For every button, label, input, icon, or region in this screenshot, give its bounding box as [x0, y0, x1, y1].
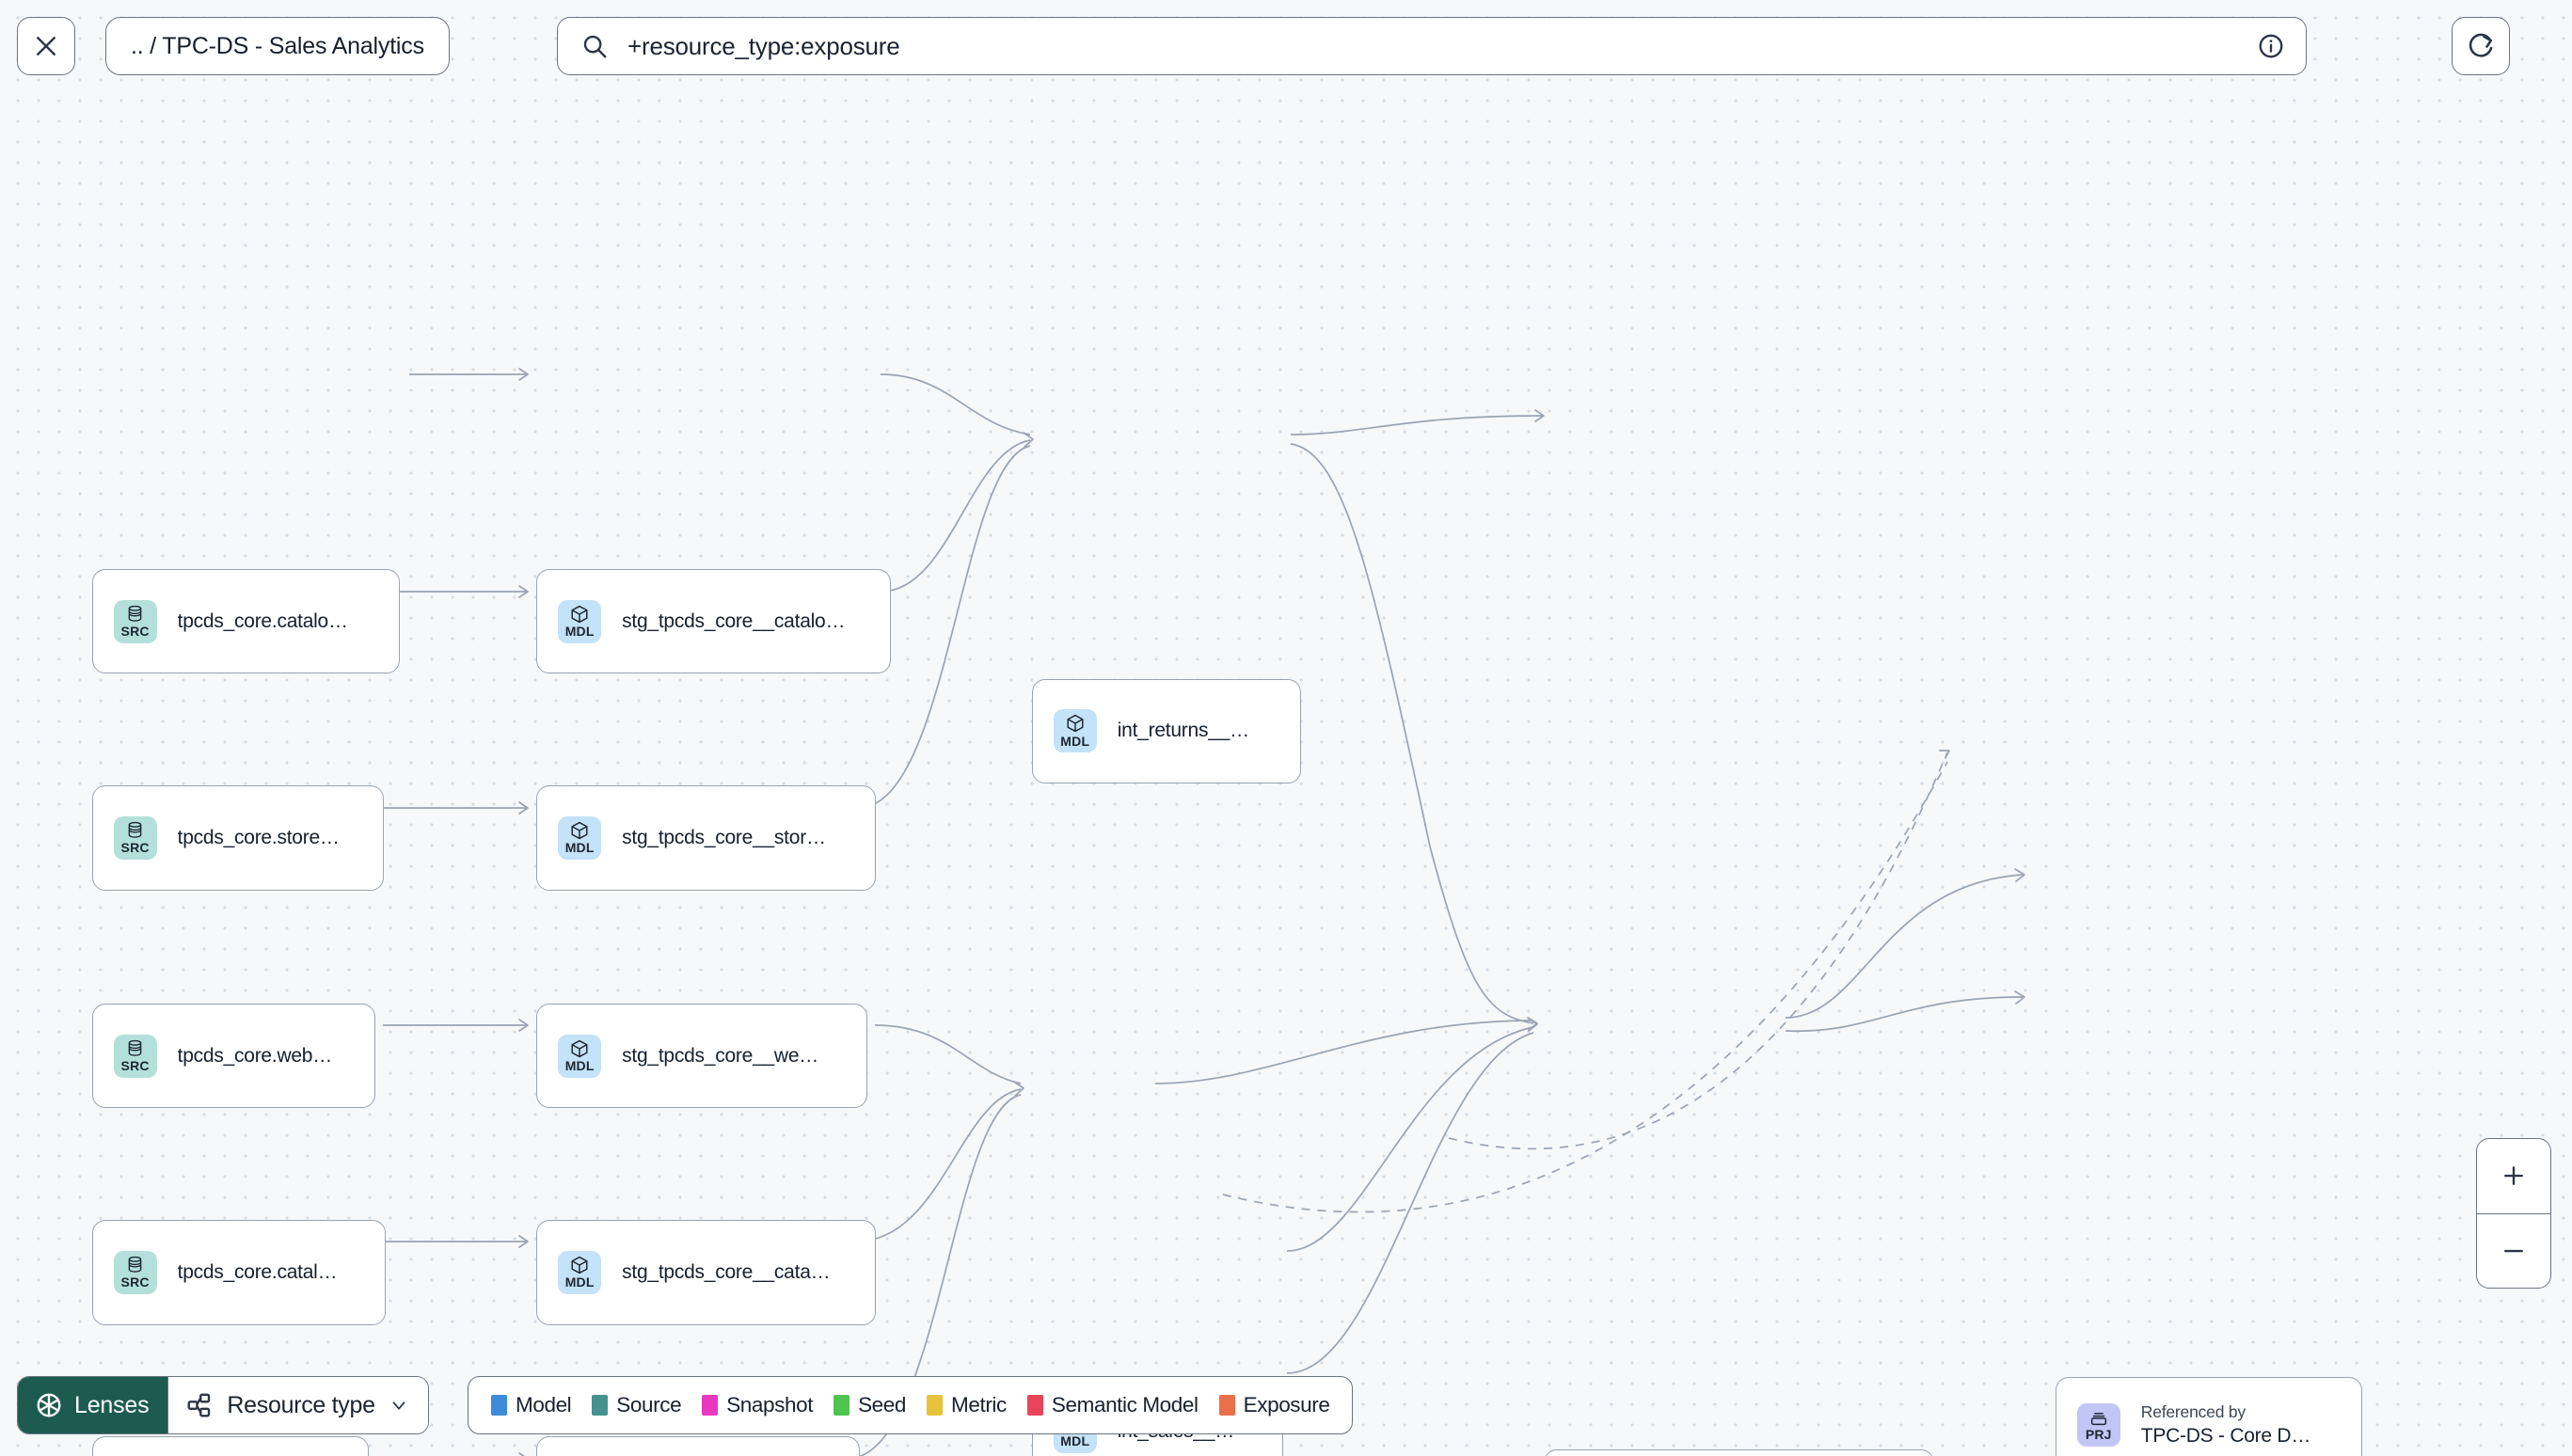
- node-title: tpcds_core.catalog_returns: [177, 609, 358, 632]
- database-icon: SRC: [113, 815, 157, 860]
- legend-label: Exposure: [1243, 1393, 1330, 1416]
- edges-to-transactions: [1154, 1017, 1538, 1374]
- search-icon: [580, 32, 609, 60]
- node-kind-label: PRJ: [2085, 1427, 2112, 1443]
- graph-node-stg_web_returns[interactable]: MDL stg_tpcds_core__web_returns: [536, 1003, 868, 1109]
- project-icon: PRJ: [2076, 1402, 2120, 1447]
- node-text: stg_tpcds_core__web_returns: [622, 1045, 825, 1068]
- aperture-icon: [35, 1391, 63, 1419]
- close-button[interactable]: [17, 17, 75, 75]
- legend-swatch: [592, 1395, 609, 1416]
- node-text: tpcds_core.catalog_sales: [178, 1261, 343, 1284]
- node-title: stg_tpcds_core__catalog_sales: [622, 1260, 834, 1283]
- node-kind-label: MDL: [564, 1274, 595, 1290]
- refresh-icon: [2466, 31, 2496, 61]
- breadcrumb[interactable]: .. / TPC-DS - Sales Analytics: [105, 17, 450, 75]
- legend-item-exposure[interactable]: Exposure: [1218, 1393, 1330, 1417]
- legend-swatch: [702, 1395, 719, 1416]
- legend-item-metric[interactable]: Metric: [927, 1393, 1007, 1417]
- graph-node-src_catalog_sales[interactable]: SRC tpcds_core.catalog_sales: [91, 1219, 386, 1325]
- node-text: stg_tpcds_core__catalog_returns: [622, 610, 849, 633]
- node-text: stg_tpcds_core__catalog_sales: [622, 1261, 834, 1284]
- refresh-button[interactable]: [2452, 17, 2510, 75]
- node-title: stg_tpcds_core__store_returns: [622, 826, 834, 848]
- database-icon: SRC: [113, 1250, 157, 1294]
- legend-label: Source: [616, 1393, 682, 1416]
- lenses-label: Lenses: [74, 1391, 150, 1418]
- breadcrumb-label: .. / TPC-DS - Sales Analytics: [131, 32, 424, 59]
- node-text: tpcds_core.web_returns: [178, 1045, 334, 1068]
- graph-node-src_store_returns[interactable]: SRC tpcds_core.store_returns: [91, 785, 384, 891]
- resource-type-dropdown[interactable]: Resource type: [167, 1377, 428, 1433]
- node-text: stg_tpcds_core__store_returns: [622, 827, 834, 849]
- node-kind-label: MDL: [564, 624, 595, 640]
- search-input[interactable]: +resource_type:exposure: [557, 17, 2307, 75]
- cube-icon: MDL: [1053, 709, 1097, 753]
- legend-swatch: [491, 1395, 507, 1416]
- legend-label: Metric: [951, 1393, 1007, 1416]
- node-title: tpcds_core.store_returns: [177, 826, 341, 848]
- graph-node-int_returns_unioned[interactable]: MDL int_returns__unioned: [1031, 678, 1301, 784]
- graph-node-stg_store_returns[interactable]: MDL stg_tpcds_core__store_returns: [536, 785, 877, 891]
- node-text: int_returns__unioned: [1118, 720, 1259, 742]
- graph-node-stg_catalog_sales[interactable]: MDL stg_tpcds_core__catalog_sales: [536, 1219, 877, 1325]
- node-kind-label: MDL: [1060, 1433, 1090, 1449]
- chevron-down-icon: [389, 1395, 409, 1416]
- legend-label: Semantic Model: [1051, 1393, 1199, 1416]
- node-kind-label: SRC: [120, 840, 150, 856]
- legend-item-semantic-model[interactable]: Semantic Model: [1026, 1393, 1199, 1417]
- legend-item-source[interactable]: Source: [592, 1393, 682, 1417]
- node-title: stg_tpcds_core__web_returns: [622, 1044, 825, 1067]
- legend-swatch: [1218, 1395, 1235, 1416]
- edges-transactions-to-exposures: [1222, 750, 2025, 1213]
- node-text: tpcds_core.catalog_returns: [178, 610, 358, 633]
- graph-node-stg_catalog_returns[interactable]: MDL stg_tpcds_core__catalog_returns: [536, 568, 891, 674]
- node-text: tpcds_core.store_returns: [178, 827, 341, 849]
- lenses-button[interactable]: Lenses: [18, 1377, 168, 1433]
- node-kind-label: SRC: [120, 624, 150, 640]
- database-icon: SRC: [113, 599, 157, 643]
- close-icon: [32, 32, 60, 60]
- zoom-controls[interactable]: [2476, 1138, 2551, 1289]
- legend-swatch: [1026, 1395, 1043, 1416]
- legend-label: Seed: [858, 1393, 907, 1416]
- resource-type-legend: Model Source Snapshot Seed Metric Semantic Mo…: [468, 1376, 1354, 1434]
- node-kind-label: SRC: [120, 1058, 150, 1074]
- zoom-in-button[interactable]: [2477, 1139, 2550, 1214]
- legend-label: Snapshot: [726, 1393, 814, 1416]
- zoom-out-button[interactable]: [2477, 1214, 2550, 1289]
- search-value: +resource_type:exposure: [627, 31, 900, 60]
- cube-icon: MDL: [558, 1250, 602, 1294]
- legend-item-snapshot[interactable]: Snapshot: [702, 1393, 813, 1417]
- node-kind-label: MDL: [1060, 733, 1090, 749]
- database-icon: SRC: [113, 1034, 157, 1078]
- node-kind-label: MDL: [564, 840, 595, 856]
- node-kind-label: SRC: [120, 1274, 150, 1290]
- graph-node-src_catalog_returns[interactable]: SRC tpcds_core.catalog_returns: [91, 568, 401, 674]
- node-title: int_returns__unioned: [1117, 720, 1259, 742]
- legend-swatch: [834, 1395, 850, 1416]
- cube-icon: MDL: [558, 815, 602, 860]
- legend-item-model[interactable]: Model: [491, 1393, 572, 1417]
- lens-button-group: Lenses Resource type: [17, 1376, 429, 1434]
- resource-type-label: Resource type: [227, 1391, 375, 1418]
- legend-item-seed[interactable]: Seed: [834, 1393, 906, 1417]
- node-title: tpcds_core.web_returns: [177, 1044, 334, 1067]
- legend-swatch: [927, 1395, 944, 1416]
- hierarchy-icon: [185, 1391, 214, 1419]
- cube-icon: MDL: [558, 599, 602, 643]
- edges-int-returns-out: [1290, 409, 1545, 1031]
- node-kind-label: MDL: [564, 1058, 595, 1074]
- top-toolbar: .. / TPC-DS - Sales Analytics +resource_…: [0, 0, 2572, 109]
- info-icon[interactable]: [2257, 32, 2285, 60]
- legend-label: Model: [516, 1393, 572, 1416]
- node-title: stg_tpcds_core__catalog_returns: [622, 609, 849, 632]
- cube-icon: MDL: [558, 1034, 602, 1078]
- graph-node-src_web_returns[interactable]: SRC tpcds_core.web_returns: [91, 1003, 376, 1109]
- node-title: tpcds_core.catalog_sales: [177, 1260, 343, 1283]
- bottom-toolbar: Lenses Resource type Model Source Snapshot: [0, 1343, 2572, 1456]
